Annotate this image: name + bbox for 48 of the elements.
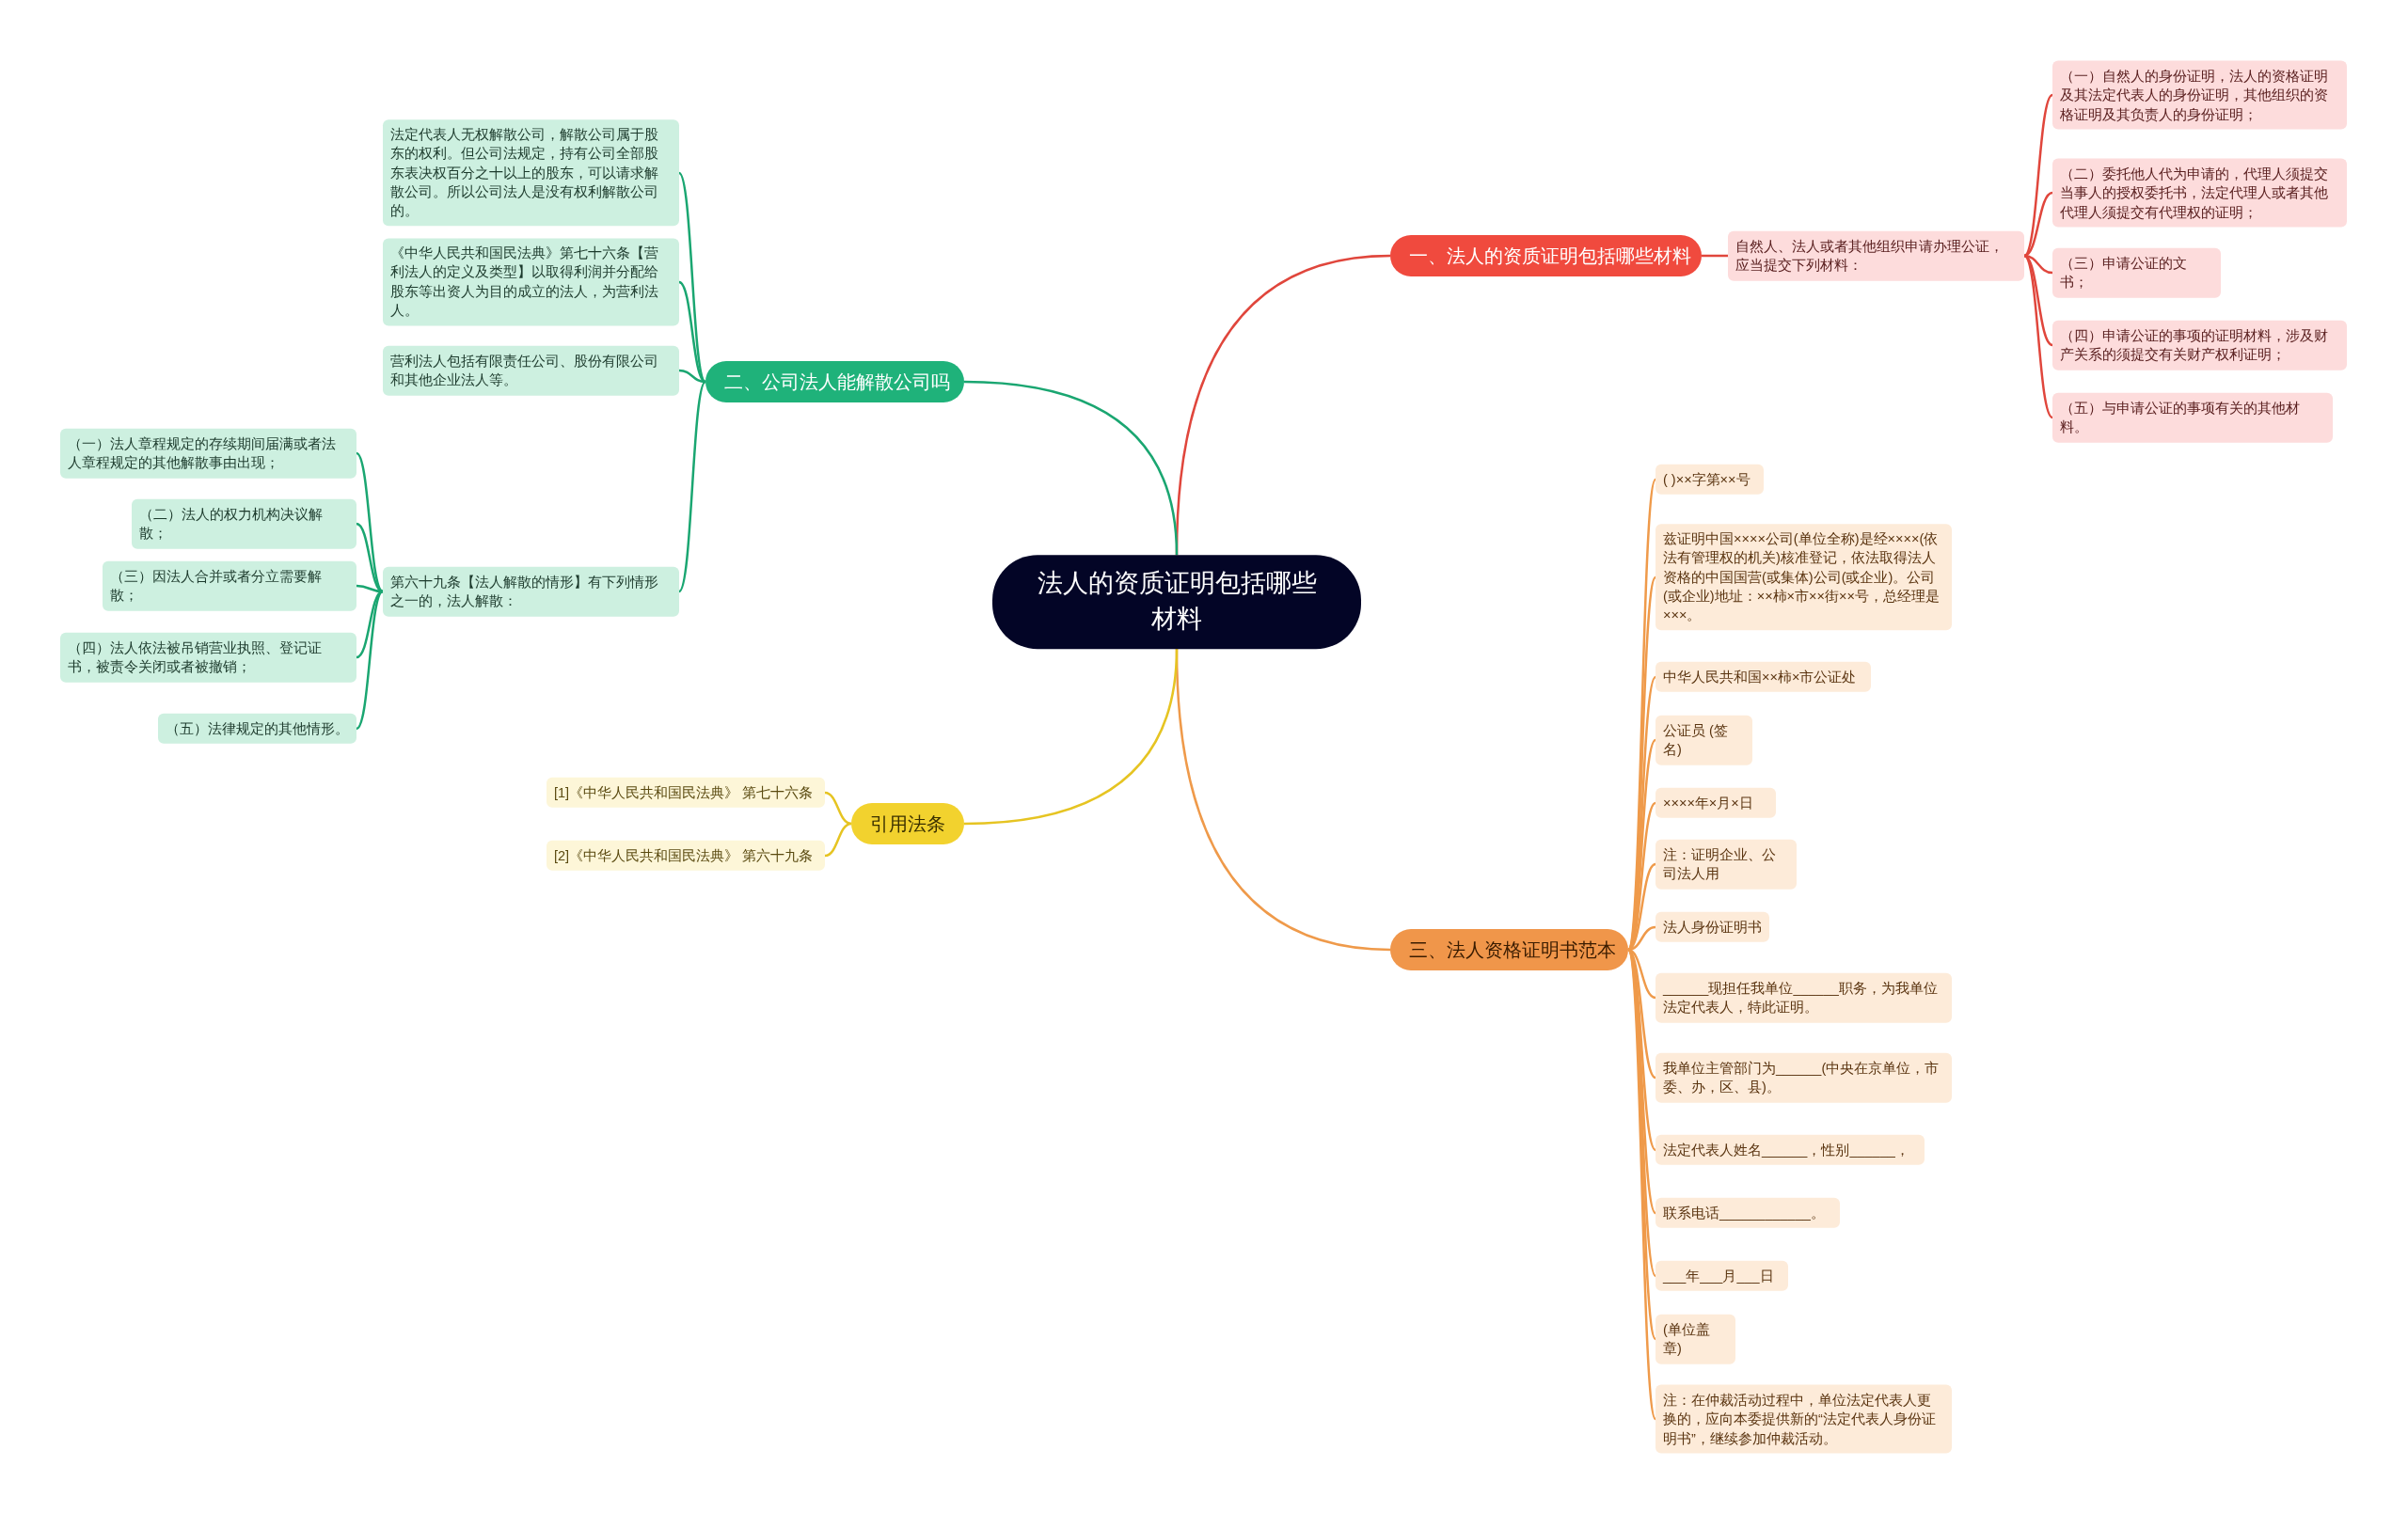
text-card: 自然人、法人或者其他组织申请办理公证，应当提交下列材料： xyxy=(1728,230,2024,281)
connector-line xyxy=(824,791,852,826)
text-card: 第六十九条【法人解散的情形】有下列情形之一的，法人解散： xyxy=(383,566,679,617)
connector-line xyxy=(678,369,706,384)
text-card: [2]《中华人民共和国民法典》 第六十九条 xyxy=(547,840,825,872)
central-topic: 法人的资质证明包括哪些材料 xyxy=(992,555,1361,649)
text-card: （四）申请公证的事项的证明材料，涉及财产关系的须提交有关财产权利证明； xyxy=(2052,320,2347,370)
text-card: （五）与申请公证的事项有关的其他材料。 xyxy=(2052,392,2333,443)
branch-topic: 二、公司法人能解散公司吗 xyxy=(705,361,964,402)
text-card: ______现担任我单位______职务，为我单位法定代表人，特此证明。 xyxy=(1656,972,1952,1023)
text-card: 法定代表人无权解散公司，解散公司属于股东的权利。但公司法规定，持有公司全部股东表决权百分之十以上的股东，可以请求解散公司。所以公司法人是没有权利解散公司的。 xyxy=(383,119,679,227)
text-card: ××××年×月×日 xyxy=(1656,787,1776,819)
text-card: 注：在仲裁活动过程中，单位法定代表人更换的，应向本委提供新的“法定代表人身份证明书”，继续参加仲裁活动。 xyxy=(1656,1384,1952,1454)
text-card: [1]《中华人民共和国民法典》 第七十六条 xyxy=(547,777,825,809)
branch-topic: 一、法人的资质证明包括哪些材料 xyxy=(1390,235,1702,276)
text-card: 注：证明企业、公司法人用 xyxy=(1656,839,1797,890)
text-card: （一）法人章程规定的存续期间届满或者法人章程规定的其他解散事由出现； xyxy=(60,428,356,479)
connector-line xyxy=(678,172,706,383)
text-card: ( )××字第××号 xyxy=(1656,464,1764,496)
connector-line xyxy=(356,591,384,730)
text-card: (单位盖章) xyxy=(1656,1314,1735,1364)
text-card: （三）因法人合并或者分立需要解散； xyxy=(103,560,356,611)
connector-line xyxy=(963,648,1179,826)
branch-topic: 引用法条 xyxy=(851,803,964,844)
connector-line xyxy=(2023,94,2053,257)
text-card: 法人身份证明书 xyxy=(1656,911,1769,943)
text-card: （五）法律规定的其他情形。 xyxy=(158,713,356,745)
text-card: 兹证明中国××××公司(单位全称)是经××××(依法有管理权的机关)核准登记，依法取得法人资格的中国国营(或集体)公司(或企业)。公司(或企业)地址：××柿×市××街××号，总经理是×××。 xyxy=(1656,524,1952,631)
connector-line xyxy=(678,381,706,592)
text-card: 联系电话____________。 xyxy=(1656,1197,1840,1229)
text-card: （二）委托他人代为申请的，代理人须提交当事人的授权委托书，法定代理人或者其他代理人须提交有代理权的证明； xyxy=(2052,158,2347,228)
branch-topic: 三、法人资格证明书范本 xyxy=(1390,929,1628,970)
text-card: （二）法人的权力机构决议解散； xyxy=(132,498,356,549)
connector-line xyxy=(824,822,852,858)
text-card: （一）自然人的身份证明，法人的资格证明及其法定代表人的身份证明，其他组织的资格证明及其负责人的身份证明； xyxy=(2052,60,2347,130)
text-card: 法定代表人姓名______，性别______， xyxy=(1656,1134,1925,1166)
text-card: （四）法人依法被吊销营业执照、登记证书，被责令关闭或者被撤销； xyxy=(60,632,356,683)
text-card: 《中华人民共和国民法典》第七十六条【营利法人的定义及类型】以取得利润并分配给股东等出资人为目的成立的法人，为营利法人。 xyxy=(383,238,679,326)
text-card: 营利法人包括有限责任公司、股份有限公司和其他企业法人等。 xyxy=(383,345,679,396)
connector-line xyxy=(2023,255,2053,418)
text-card: 公证员 (签名) xyxy=(1656,715,1752,765)
text-card: （三）申请公证的文书； xyxy=(2052,247,2221,298)
text-card: ___年___月___日 xyxy=(1656,1260,1788,1292)
connector-line xyxy=(1702,254,1728,258)
connector-line xyxy=(963,380,1179,556)
text-card: 中华人民共和国××柿×市公证处 xyxy=(1656,661,1871,693)
text-card: 我单位主管部门为______(中央在京单位，市委、办，区、县)。 xyxy=(1656,1052,1952,1103)
connector-line xyxy=(356,590,384,659)
